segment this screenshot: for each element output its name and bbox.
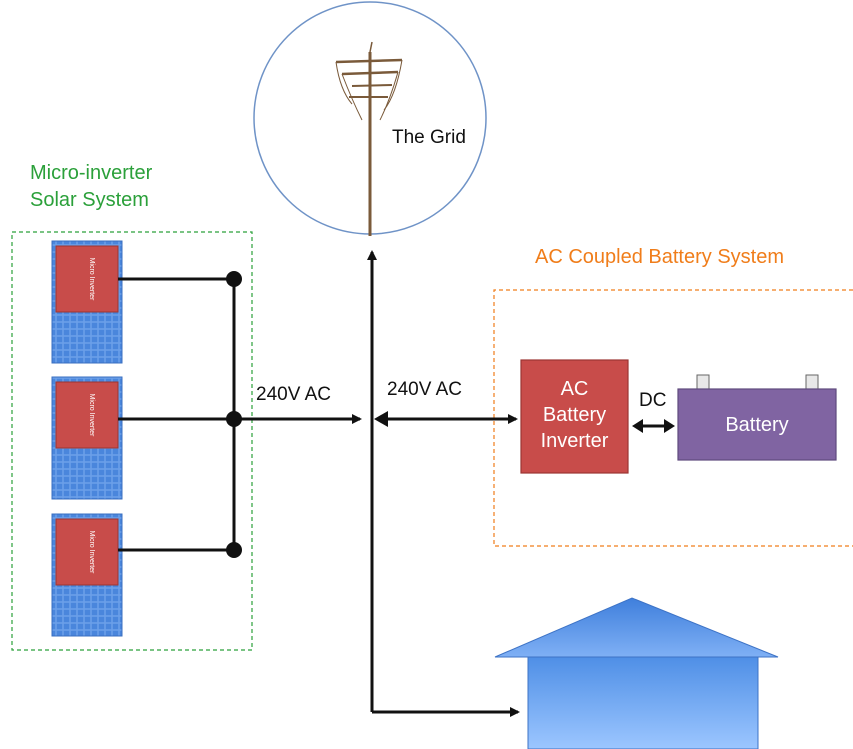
junction-dot-1 (226, 271, 242, 287)
dc-label: DC (639, 390, 667, 411)
battery (677, 388, 837, 461)
ac-inverter-label-line1: AC (560, 378, 589, 400)
micro-inverter-label-1: Micro Inverter (88, 257, 95, 301)
micro-inverter-2 (55, 381, 119, 449)
micro-inverter-label-2: Micro Inverter (88, 393, 95, 437)
ac-battery-inverter (520, 359, 629, 474)
utility-pole-icon (335, 41, 403, 236)
battery-terminal-right (805, 374, 819, 391)
solar-panel-2 (51, 376, 123, 500)
solar-panel-1 (51, 240, 123, 364)
solar-panel-3 (51, 513, 123, 637)
main-bus (367, 250, 520, 717)
solar-section-title-line2: Solar System (30, 189, 149, 211)
house-roof (494, 597, 779, 658)
ac-inverter-label-line3: Inverter (540, 430, 609, 452)
micro-inverter-1 (55, 245, 119, 313)
left-arrowhead (374, 411, 388, 427)
solar-system-boundary (11, 231, 253, 651)
solar-section-title-line1: Micro-inverter (30, 162, 153, 184)
battery-section-title: AC Coupled Battery System (535, 246, 784, 268)
left-voltage-label: 240V AC (256, 384, 331, 405)
micro-inverter-3 (55, 518, 119, 586)
ac-inverter-label-line2: Battery (542, 404, 607, 426)
grid-label: The Grid (392, 127, 466, 148)
micro-inverter-label-3: Micro Inverter (88, 530, 95, 574)
right-voltage-label: 240V AC (387, 379, 462, 400)
battery-terminal-left (696, 374, 710, 391)
battery-label: Battery (725, 414, 789, 436)
junction-dot-3 (226, 542, 242, 558)
junction-dot-2 (226, 411, 242, 427)
house-body (527, 656, 759, 749)
